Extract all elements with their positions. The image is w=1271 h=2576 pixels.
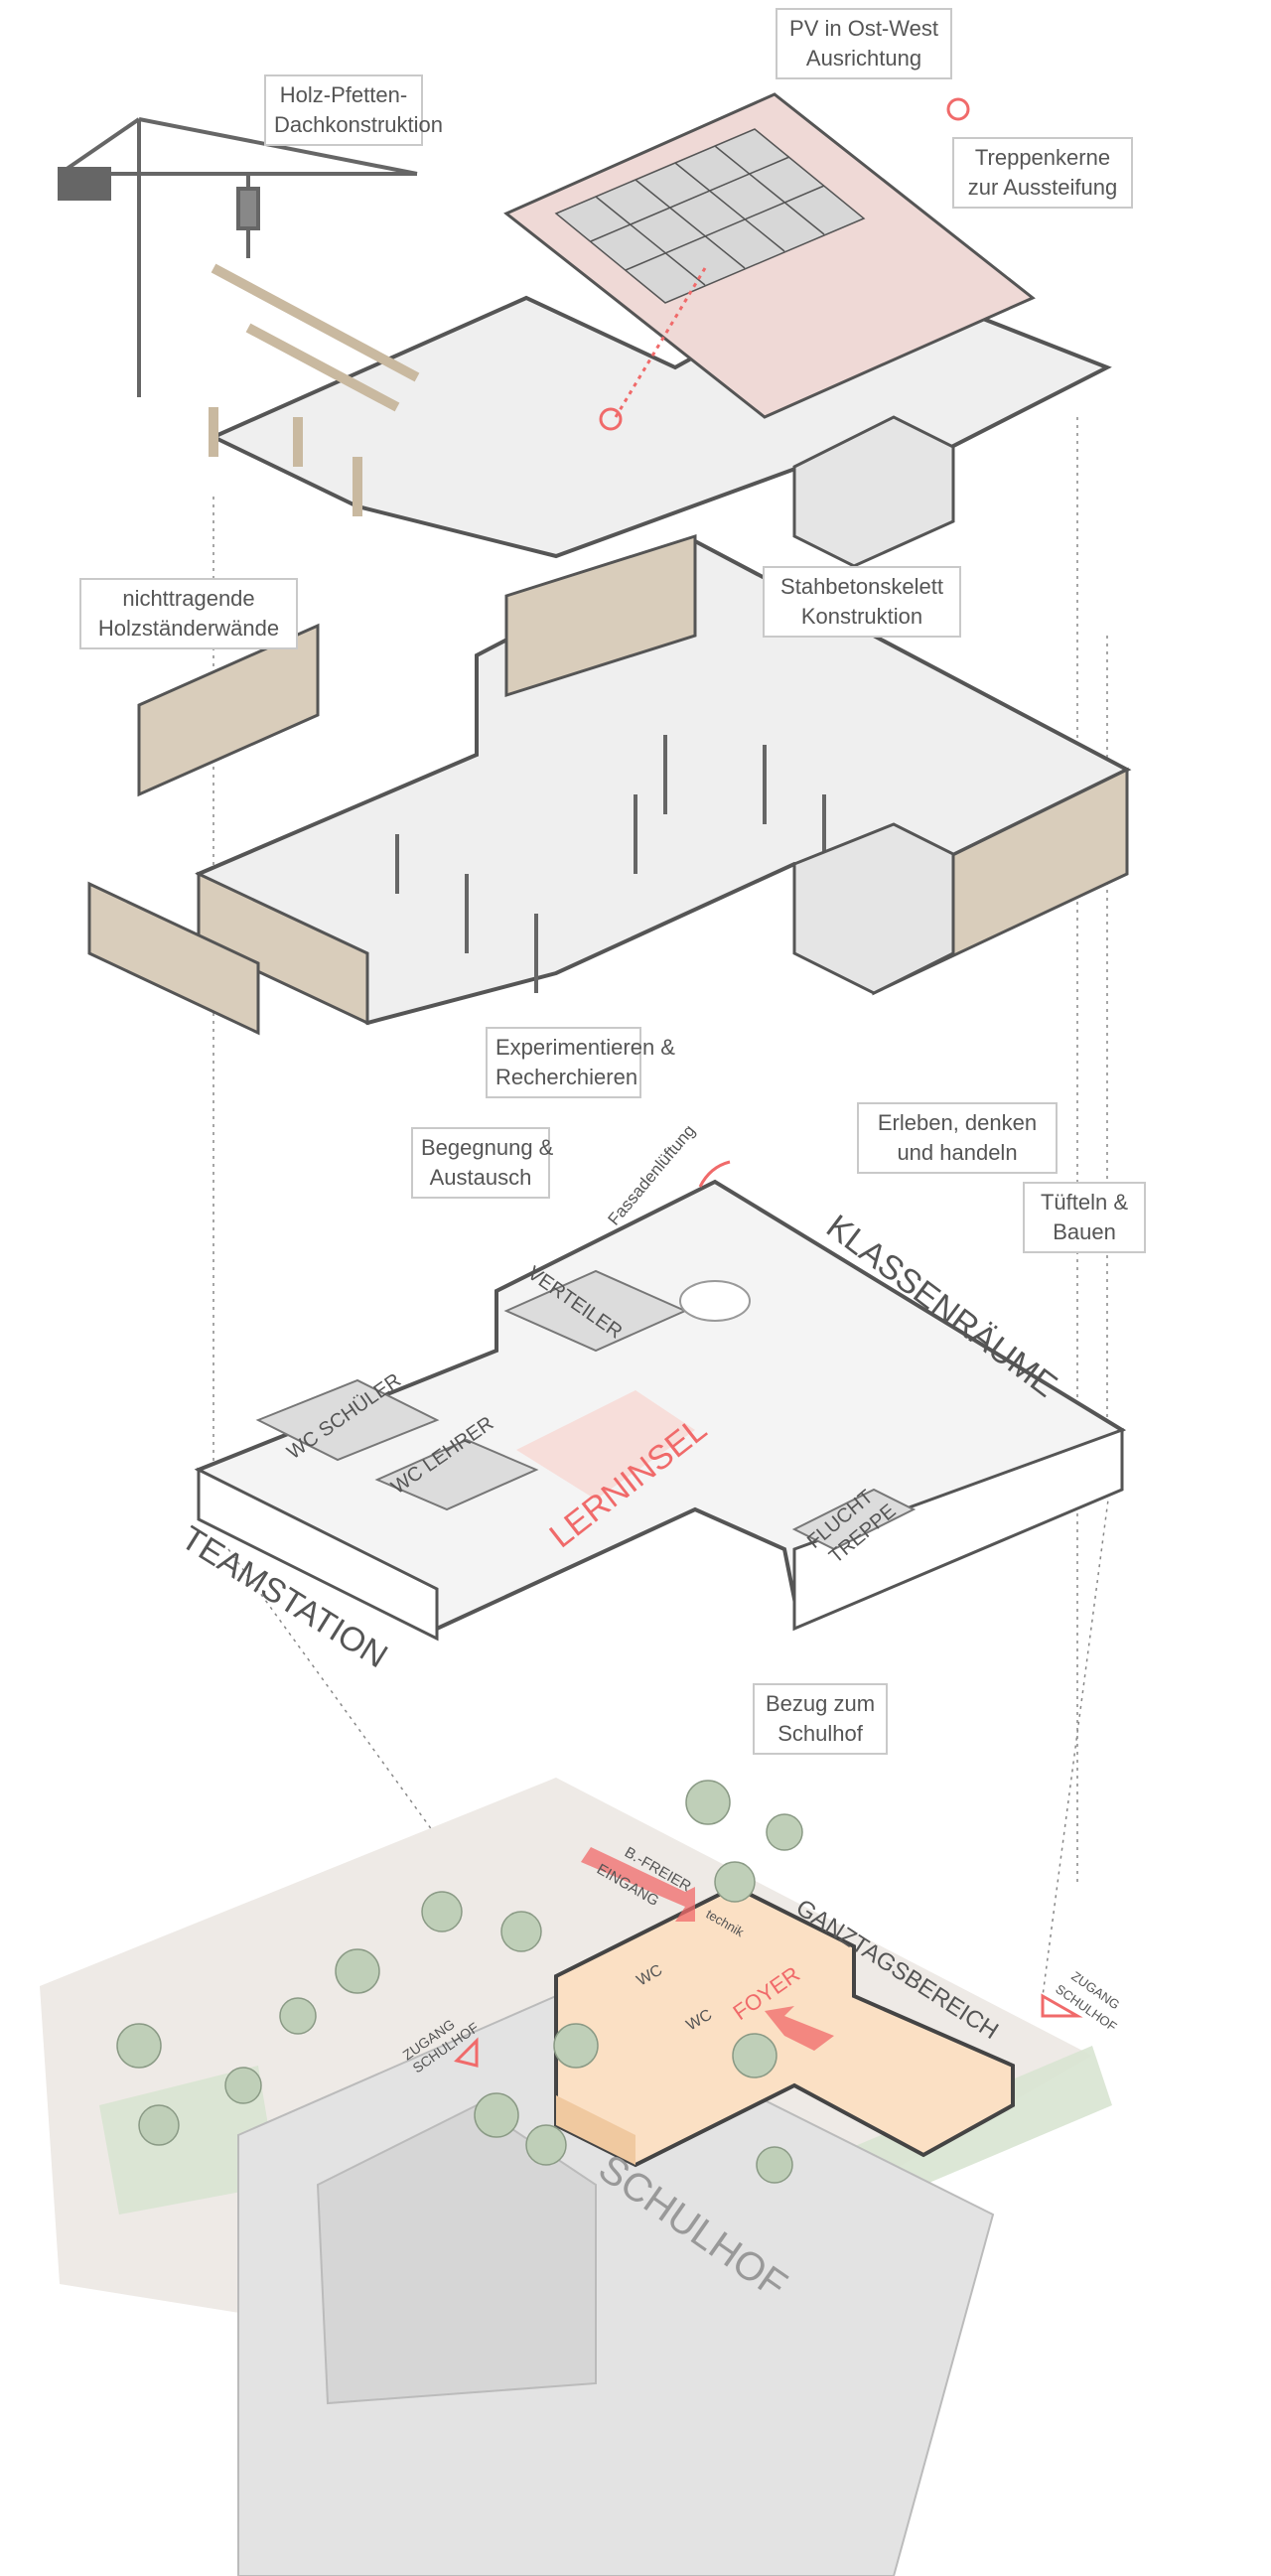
ventilation-arrow-icon <box>698 1160 731 1188</box>
floor-plan-level <box>194 1160 1127 1642</box>
wc-room <box>374 1438 539 1511</box>
timber-wall <box>504 533 697 698</box>
access-marker-icon <box>1041 1993 1083 2018</box>
lerninsel-zone <box>516 1390 695 1500</box>
timber-wall <box>87 881 260 1036</box>
entrance-arrow-icon <box>581 1847 695 1922</box>
sun-icon <box>946 97 970 121</box>
table <box>679 1280 751 1322</box>
timber-wall <box>137 623 320 797</box>
crane-icon <box>58 117 418 397</box>
skeleton-level <box>87 533 1132 1036</box>
timber-wall <box>197 871 369 1026</box>
stair-core <box>792 415 955 568</box>
wc-room <box>255 1378 440 1462</box>
site-level <box>40 1778 1112 2576</box>
sun-ray <box>614 267 707 418</box>
label-experimentieren: Experimentieren &Recherchieren <box>486 1027 675 1098</box>
label-begegnung: Begegnung &Austausch <box>411 1127 553 1199</box>
sun-icon <box>599 407 623 431</box>
alignment-guides <box>212 417 1113 1997</box>
label-tuefteln: Tüfteln &Bauen <box>1023 1182 1146 1253</box>
stair-core <box>792 822 955 995</box>
label-holz-pfetten: Holz-Pfetten-Dachkonstruktion <box>264 74 443 146</box>
trees <box>116 1780 803 2184</box>
roof-structure-level <box>58 92 1112 568</box>
solar-panels <box>554 128 866 304</box>
timber-beams <box>209 263 420 516</box>
foyer-arrow-icon <box>765 2006 834 2051</box>
stair-room <box>791 1488 917 1551</box>
access-marker-icon <box>454 2037 479 2068</box>
